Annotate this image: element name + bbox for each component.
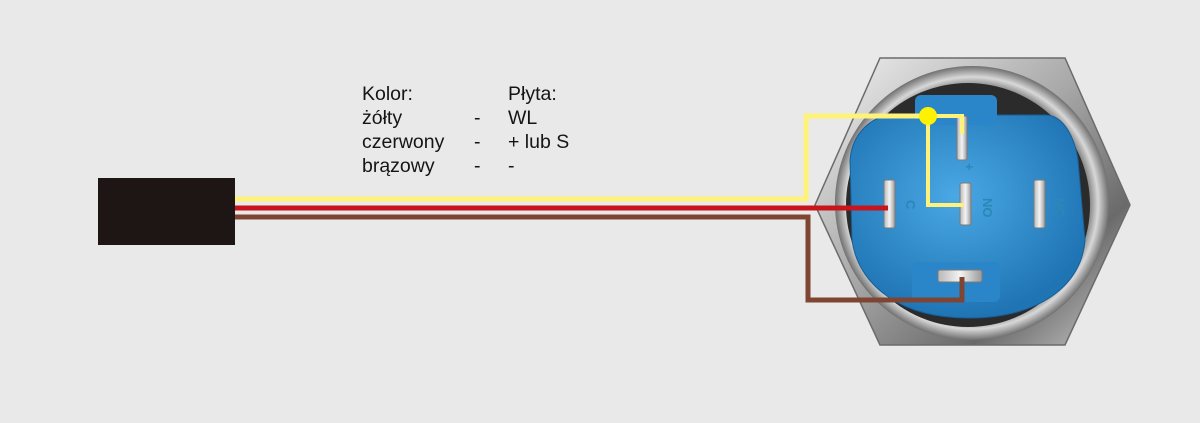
legend-header-board: Płyta: <box>508 83 557 105</box>
legend-color: żółty <box>362 107 403 129</box>
wire-yellow-to-no <box>926 116 964 207</box>
legend-color: czerwony <box>362 131 445 153</box>
pin-nc <box>1033 179 1046 229</box>
legend-board: WL <box>508 107 538 129</box>
legend-separator: - <box>474 155 481 177</box>
legend-board: - <box>508 155 515 177</box>
pin-label-c: C <box>903 200 918 210</box>
wire-brown <box>235 214 965 303</box>
pin-label-plus: + <box>962 163 977 171</box>
legend-board: + lub S <box>508 131 570 153</box>
legend-separator: - <box>474 131 481 153</box>
pin-label-no: NO <box>980 198 995 218</box>
legend-header-color: Kolor: <box>362 83 413 105</box>
wire-yellow-to-plus <box>928 114 964 134</box>
pin-c <box>883 179 896 229</box>
junction-dot <box>919 107 937 125</box>
wire-yellow <box>235 113 928 202</box>
connector-block <box>98 178 235 245</box>
push-button-switch: + C NO NC <box>814 57 1131 346</box>
legend-separator: - <box>474 107 481 129</box>
legend-color: brązowy <box>362 155 435 177</box>
pin-label-nc: NC <box>1052 198 1067 217</box>
